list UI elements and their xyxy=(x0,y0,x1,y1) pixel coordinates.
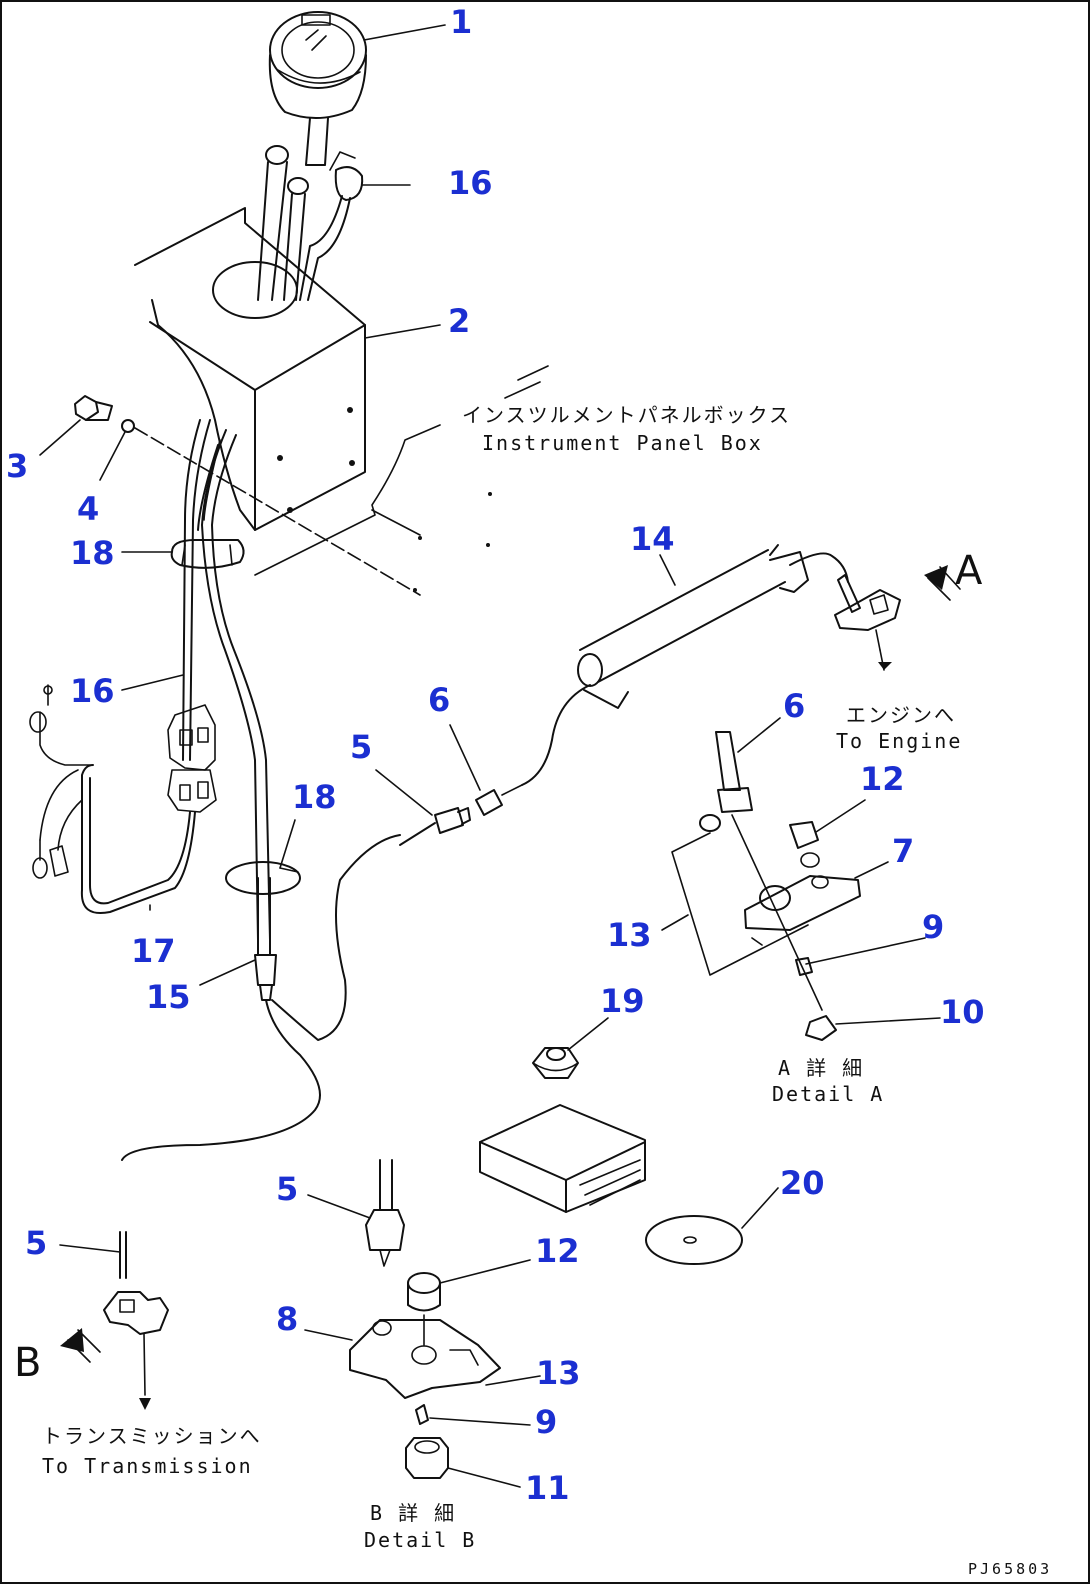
callout-7: 7 xyxy=(892,832,914,870)
callout-5: 5 xyxy=(350,728,372,766)
callout-19: 19 xyxy=(600,982,645,1020)
cable-top xyxy=(257,145,364,301)
cable-fittings-mid xyxy=(399,684,591,846)
callout-5-transmission: 5 xyxy=(25,1224,47,1262)
instrument-panel-label-jp: インスツルメントパネルボックス xyxy=(462,403,791,427)
callout-20: 20 xyxy=(780,1164,825,1202)
transmission-label-en: To Transmission xyxy=(42,1454,253,1478)
instrument-panel-label-en: Instrument Panel Box xyxy=(482,431,763,455)
callout-8: 8 xyxy=(276,1300,298,1338)
speedometer-cable-lower xyxy=(121,834,401,1161)
cable-fitting-lower xyxy=(365,1159,405,1267)
callout-10: 10 xyxy=(940,993,985,1031)
callout-14: 14 xyxy=(630,520,675,558)
callout-16-lower: 16 xyxy=(70,672,115,710)
callout-13: 13 xyxy=(607,916,652,954)
callout-2: 2 xyxy=(448,302,470,340)
detail-b-label-jp: B 詳 細 xyxy=(370,1501,456,1525)
callout-18-lower: 18 xyxy=(292,778,337,816)
harness-17 xyxy=(29,684,196,914)
callout-4: 4 xyxy=(77,490,99,528)
column-cover xyxy=(134,207,366,531)
cable-tube xyxy=(577,544,849,709)
drawing-code: PJ65803 xyxy=(968,1560,1052,1578)
view-a-marker: A xyxy=(955,548,983,594)
callout-5-lower: 5 xyxy=(276,1170,298,1208)
callout-9-lower: 9 xyxy=(535,1403,557,1441)
callout-18: 18 xyxy=(70,534,115,572)
detail-a-label-jp: A 詳 細 xyxy=(778,1056,864,1080)
leader-lines xyxy=(39,24,941,1488)
callout-15: 15 xyxy=(146,978,191,1016)
text-labels: インスツルメントパネルボックス Instrument Panel Box A エ… xyxy=(14,403,1052,1578)
transmission-fitting xyxy=(60,1231,169,1410)
callout-9: 9 xyxy=(922,908,944,946)
grommet-lower xyxy=(225,861,301,956)
main-harness xyxy=(182,419,271,941)
detail-a-label-en: Detail A xyxy=(772,1082,884,1106)
callout-6-detail: 6 xyxy=(783,687,805,725)
callout-13-lower: 13 xyxy=(536,1354,581,1392)
callout-12: 12 xyxy=(860,760,905,798)
speedometer-gauge xyxy=(268,11,367,166)
washer-disk-20 xyxy=(645,1215,743,1265)
callout-16: 16 xyxy=(448,164,493,202)
detail-b-label-en: Detail B xyxy=(364,1528,476,1552)
control-box xyxy=(479,1104,646,1213)
callout-11: 11 xyxy=(525,1469,570,1507)
detail-a-assembly xyxy=(671,731,861,1041)
callout-3: 3 xyxy=(6,447,28,485)
engine-label-jp: エンジンへ xyxy=(846,703,956,727)
transmission-label-jp: トランスミッションへ xyxy=(42,1424,262,1448)
view-b-marker: B xyxy=(14,1340,41,1386)
bolt-and-washer xyxy=(74,395,421,596)
callout-6: 6 xyxy=(428,681,450,719)
callout-numbers: 1 16 2 3 4 18 14 16 6 6 5 18 12 7 9 13 1… xyxy=(6,3,985,1507)
callout-17: 17 xyxy=(131,932,176,970)
callout-12-lower: 12 xyxy=(535,1232,580,1270)
connector-block xyxy=(167,704,217,813)
hex-nut-19 xyxy=(532,1047,579,1079)
engine-fitting xyxy=(834,565,961,671)
callout-1: 1 xyxy=(450,3,472,41)
engine-label-en: To Engine xyxy=(836,729,962,753)
